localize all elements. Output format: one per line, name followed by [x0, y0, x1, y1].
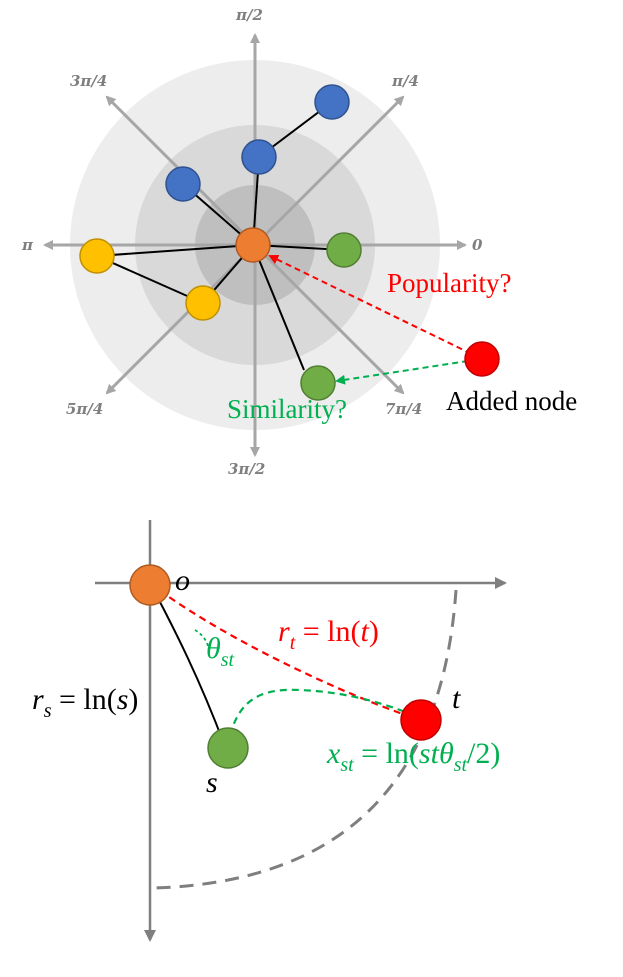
node-yellow-low: [185, 285, 221, 321]
rt-equation: rt = ln(t): [278, 615, 379, 654]
angle-label-7pi-4: 7π/4: [385, 400, 422, 418]
node-added: [464, 341, 500, 377]
polar-diagram: 0 π/4 π/2 3π/4 π 5π/4 3π/2 7π/4: [21, 6, 577, 478]
node-s: [207, 727, 249, 769]
rs-equation: rs = ln(s): [32, 683, 138, 722]
added-node-label: Added node: [446, 386, 577, 416]
angle-label-3pi-4: 3π/4: [70, 72, 107, 90]
theta-arc: [194, 629, 209, 647]
node-o: [129, 564, 171, 606]
axis-5pi-4: [105, 243, 257, 395]
similarity-label: Similarity?: [227, 394, 347, 424]
angle-label-pi-4: π/4: [391, 72, 419, 90]
node-yellow-left: [79, 238, 115, 274]
similarity-link: [335, 360, 469, 385]
radius-arc: [152, 589, 458, 890]
label-t: t: [452, 682, 461, 715]
node-green-right: [326, 232, 362, 268]
node-t: [400, 699, 442, 741]
node-blue-mid: [241, 139, 277, 175]
axis-pi-4: [253, 95, 405, 247]
angle-label-pi: π: [21, 236, 34, 254]
axis-7pi-4: [253, 243, 405, 395]
node-blue-outer: [314, 84, 350, 120]
popularity-label: Popularity?: [387, 268, 511, 298]
node-center: [235, 227, 271, 263]
curve-s-t: [228, 688, 421, 736]
label-o: o: [175, 564, 190, 597]
angle-label-0: 0: [472, 236, 483, 254]
popularity-link: [268, 254, 481, 359]
theta-label: θst: [206, 632, 235, 671]
angle-label-pi-2: π/2: [235, 6, 263, 24]
node-blue-left: [165, 166, 201, 202]
graph-nodes: [79, 84, 500, 401]
angle-label-3pi-2: 3π/2: [228, 460, 265, 478]
curve-o-t: [149, 582, 421, 722]
label-s: s: [206, 766, 218, 799]
angle-label-5pi-4: 5π/4: [66, 400, 103, 418]
geometry-diagram: o t s rt = ln(t) θst rs = ln(s) xst = ln…: [32, 520, 507, 942]
node-green-low: [300, 365, 336, 401]
xst-equation: xst = ln(stθst/2): [326, 737, 500, 776]
